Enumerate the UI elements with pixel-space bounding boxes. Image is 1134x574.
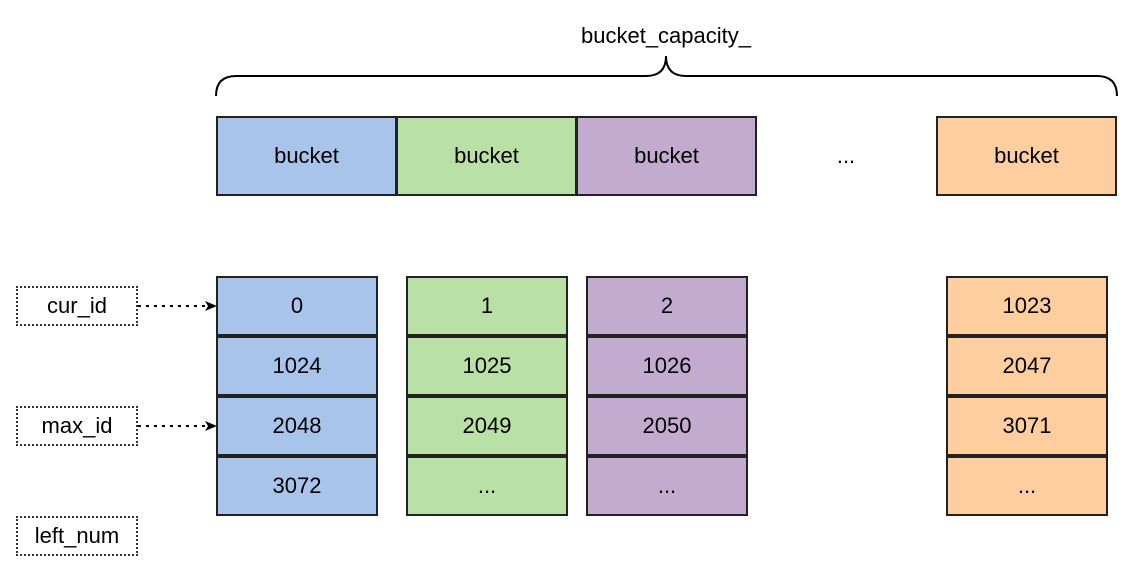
id-cell: ... xyxy=(946,456,1108,516)
left-num-label: left_num xyxy=(16,516,138,556)
id-cell: ... xyxy=(406,456,568,516)
id-cell: 2048 xyxy=(216,396,378,456)
id-cell: 2050 xyxy=(586,396,748,456)
bucket-purple: bucket xyxy=(576,116,757,196)
id-cell: 0 xyxy=(216,276,378,336)
max-id-label: max_id xyxy=(16,406,138,446)
id-cell: 1 xyxy=(406,276,568,336)
bucket-green: bucket xyxy=(396,116,577,196)
capacity-brace xyxy=(215,55,1118,97)
id-cell: 2047 xyxy=(946,336,1108,396)
id-cell: 1024 xyxy=(216,336,378,396)
bucket-ellipsis: ... xyxy=(836,143,856,168)
id-cell: 3071 xyxy=(946,396,1108,456)
id-cell: 1026 xyxy=(586,336,748,396)
capacity-title: bucket_capacity_ xyxy=(581,23,751,48)
id-cell: 2 xyxy=(586,276,748,336)
id-cell: 3072 xyxy=(216,456,378,516)
cur-id-label: cur_id xyxy=(16,286,138,326)
bucket-blue: bucket xyxy=(216,116,397,196)
id-cell: 1025 xyxy=(406,336,568,396)
id-cell: 1023 xyxy=(946,276,1108,336)
bucket-orange: bucket xyxy=(936,116,1117,196)
id-cell: ... xyxy=(586,456,748,516)
id-cell: 2049 xyxy=(406,396,568,456)
